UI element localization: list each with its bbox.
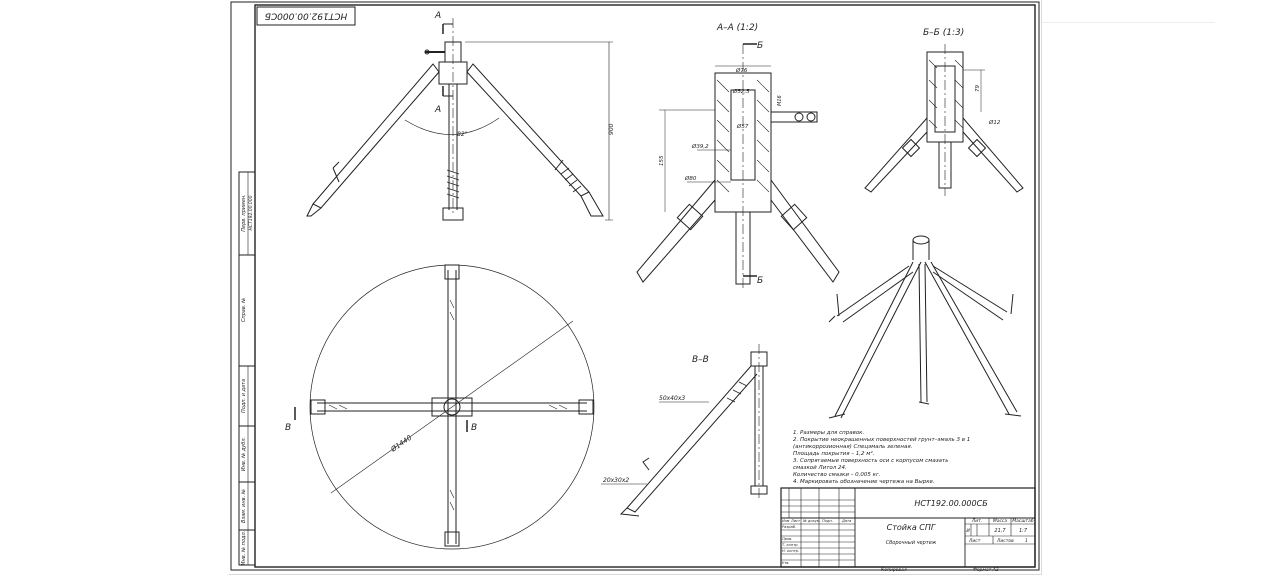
hdr-list: Лист <box>790 519 801 523</box>
note-3c: Количество смазки – 0,005 кг. <box>793 472 881 478</box>
stamp-ref: Справ. № <box>241 298 247 322</box>
dim-1440: Ø1440 <box>389 433 414 454</box>
dim-d12: Ø12 <box>988 119 1001 126</box>
outer-frame <box>230 1 1040 571</box>
row-ncontrol: Н. контр. <box>782 549 799 553</box>
section-aa <box>636 43 840 290</box>
mark-a-bottom: А <box>434 105 441 115</box>
title-lit-value: И <box>966 528 970 534</box>
title-header-cols: Изм Лист № докум. Подп. Дата <box>782 519 851 523</box>
title-scale: 1:7 <box>1019 528 1028 534</box>
dim-profile-1: 50х40х3 <box>659 395 685 402</box>
stamp-dup: Инв. № дубл. <box>241 437 247 471</box>
title-sheets-label: Листов <box>996 538 1014 544</box>
mark-b-top: Б <box>757 41 763 51</box>
title-col-lit: Лит. <box>971 518 982 524</box>
title-doc-type: Сборочный чертеж <box>886 540 937 546</box>
title-sheet-label: Лист <box>968 538 981 544</box>
dim-d57: Ø57 <box>736 123 749 130</box>
technical-notes: 1. Размеры для справок. 2. Покрытие неок… <box>793 430 970 485</box>
dim-d80: Ø80 <box>684 175 697 182</box>
title-code: НСТ192.00.000СБ <box>914 499 988 508</box>
stamp-inv: Инв. № подл. <box>241 531 247 566</box>
dim-d52: Ø52,5 <box>732 88 750 95</box>
note-3: 3. Сопрягаемые поверхность оси с корпусо… <box>793 458 948 464</box>
viewer-top-strip <box>1040 0 1215 23</box>
title-sheets-value: 1 <box>1025 538 1028 544</box>
dim-900: 900 <box>608 123 615 135</box>
hdr-doc: № докум. <box>802 519 821 523</box>
dim-m16: М16 <box>777 95 783 106</box>
drawing-sheet: НСТ192.00.000СБ Перв. примен. НСТ192.00.… <box>229 0 1042 575</box>
title-col-mass: Масса <box>993 518 1008 524</box>
title-name: Стойка СПГ <box>887 523 936 532</box>
note-2c: Площадь покрытия – 1,2 м². <box>793 450 875 457</box>
mark-v-left: В <box>285 423 291 433</box>
dim-79: 79 <box>975 85 981 92</box>
mark-v-right: В <box>471 423 477 433</box>
section-bb-title: Б–Б (1:3) <box>923 28 964 38</box>
hdr-sign: Подп. <box>822 519 833 523</box>
title-col-scale: Масштаб <box>1012 518 1034 524</box>
title-mass: 21,7 <box>994 528 1006 534</box>
stamp-replace: Взам. инв. № <box>241 489 247 523</box>
dim-d39: Ø39,2 <box>691 143 709 150</box>
rotated-code: НСТ192.00.000СБ <box>265 11 348 21</box>
copied-label: Копировал <box>881 567 907 573</box>
hdr-date: Дата <box>841 519 851 523</box>
assembly-drawing: НСТ192.00.000СБ Перв. примен. НСТ192.00.… <box>230 1 1040 573</box>
format-label: Формат А2 <box>973 567 999 573</box>
stamp-first-use: Перв. примен. <box>241 194 247 232</box>
front-view <box>306 18 613 221</box>
row-checked: Пров. <box>782 537 792 541</box>
note-3b: смазкой Литол 24. <box>793 465 847 471</box>
section-aa-title: А–А (1:2) <box>716 23 758 33</box>
code-box <box>256 6 356 26</box>
stamp-first-use-code: НСТ192.00.000 <box>248 195 254 230</box>
dim-profile-2: 20х30х2 <box>603 477 629 484</box>
section-bb <box>864 44 1024 196</box>
row-approved: Утв. <box>782 561 790 565</box>
mark-b-bottom: Б <box>757 276 763 286</box>
row-tcontrol: Т. контр. <box>782 543 799 547</box>
row-developer: Разраб. <box>782 525 796 529</box>
dim-angle: 82° <box>457 131 468 138</box>
note-4: 4. Маркировать обозначение чертежа на Вы… <box>793 479 935 485</box>
note-1: 1. Размеры для справок. <box>793 430 865 436</box>
title-rows: Разраб. Пров. Т. контр. Н. контр. Утв. <box>782 525 799 565</box>
stamp-sign-date-1: Подп. и дата <box>241 379 247 413</box>
view-vv-title: В–В <box>692 355 709 365</box>
dim-d76: Ø76 <box>735 67 748 74</box>
top-view <box>294 264 595 550</box>
note-2b: (антикоррозионная) Спецэмаль зеленая. <box>793 444 913 450</box>
hdr-izm: Изм <box>782 519 790 523</box>
title-block <box>780 487 1036 568</box>
side-stamp: Перв. примен. НСТ192.00.000 Справ. № Под… <box>238 171 256 566</box>
view-vv <box>601 344 768 517</box>
mark-a-top: А <box>434 11 441 21</box>
note-2: 2. Покрытие неокрашенных поверхностей гр… <box>793 437 970 443</box>
isometric-view <box>828 235 1022 419</box>
dim-155: 155 <box>659 155 665 166</box>
